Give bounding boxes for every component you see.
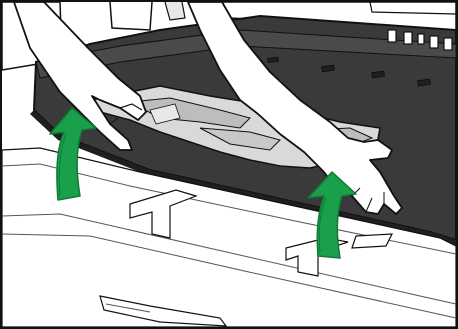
printer-illustration (0, 0, 458, 329)
illustration-canvas (0, 0, 458, 329)
